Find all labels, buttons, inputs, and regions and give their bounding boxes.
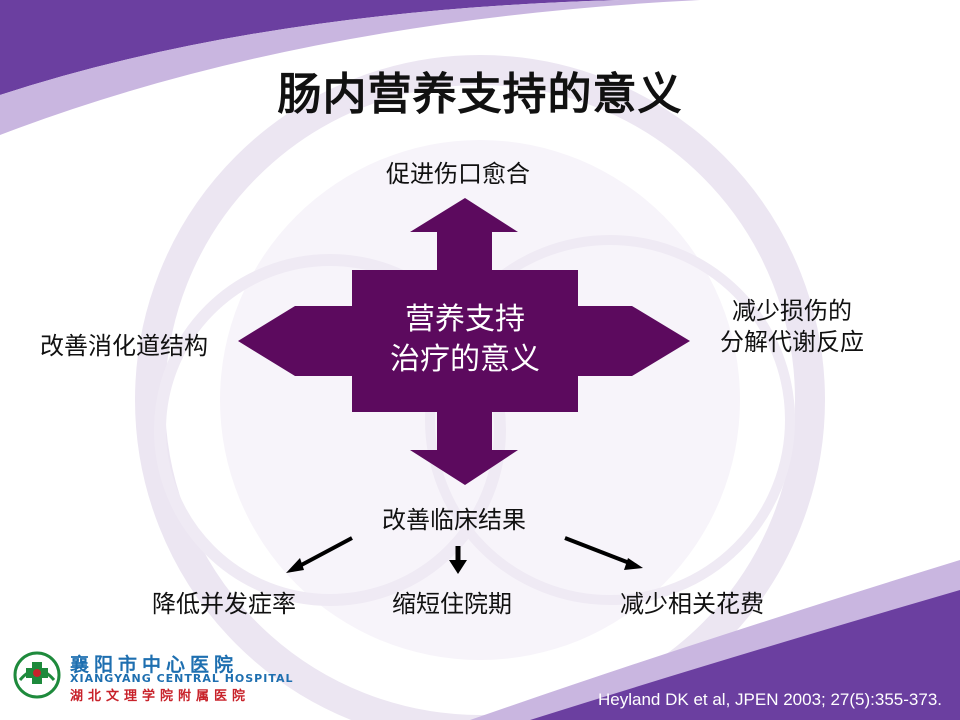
- center-label: 营养支持 治疗的意义: [355, 300, 575, 380]
- label-gut-structure: 改善消化道结构: [40, 332, 208, 360]
- hospital-logo-icon: [13, 651, 61, 699]
- label-related-costs: 减少相关花费: [620, 590, 764, 618]
- citation: Heyland DK et al, JPEN 2003; 27(5):355-3…: [598, 690, 942, 709]
- arrow-to-hospital-stay-head: [449, 560, 467, 574]
- arrow-to-complications-head: [286, 558, 304, 573]
- arrow-to-costs-head: [624, 558, 643, 570]
- label-clinical-outcome: 改善临床结果: [382, 506, 526, 534]
- hospital-name-en: XIANGYANG CENTRAL HOSPITAL: [70, 672, 294, 685]
- hospital-affiliation: 湖北文理学院附属医院: [70, 689, 251, 704]
- arrow-to-costs: [564, 536, 633, 566]
- label-hospital-stay: 缩短住院期: [392, 590, 512, 618]
- hospital-name-cn: 襄阳市中心医院: [70, 654, 239, 676]
- slide-title: 肠内营养支持的意义: [277, 69, 683, 120]
- label-catabolism-line2: 分解代谢反应: [720, 328, 864, 356]
- center-label-line1: 营养支持: [405, 302, 525, 337]
- label-catabolism: 减少损伤的 分解代谢反应: [720, 296, 864, 358]
- cross-arrow-shape: [238, 198, 690, 485]
- label-complication-rate: 降低并发症率: [152, 590, 296, 618]
- label-catabolism-line1: 减少损伤的: [732, 297, 852, 325]
- label-wound-healing: 促进伤口愈合: [386, 160, 530, 188]
- center-label-line2: 治疗的意义: [390, 342, 540, 377]
